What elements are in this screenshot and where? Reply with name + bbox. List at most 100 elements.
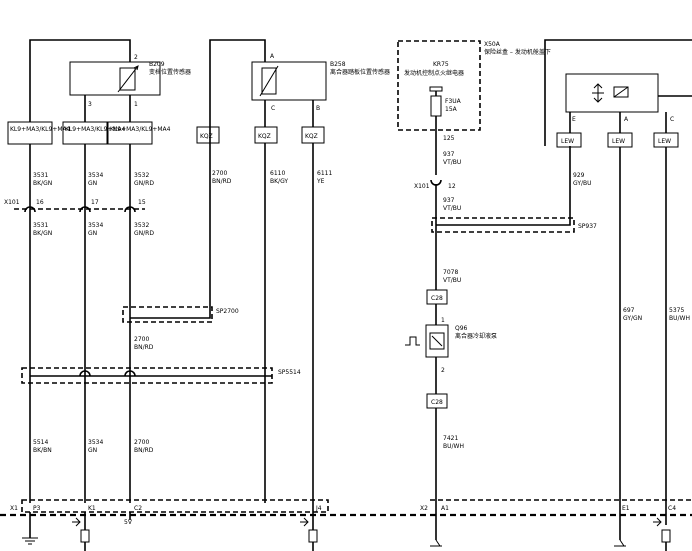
kqz-module-2-label: KQZ (258, 133, 271, 140)
b209-pin-3: 3 (88, 101, 92, 108)
b258-clutch-pedal-sensor: B258 离合器踏板位置传感器 A C B (251, 53, 390, 112)
x101-left-id: X101 (4, 199, 20, 206)
wire-6110-num: 6110 (270, 170, 285, 177)
q96-id: Q96 (455, 325, 468, 332)
c28-connector-top: C28 (426, 289, 448, 305)
x1-connector: X1 P3 K1 C2 J4 5V (10, 499, 329, 526)
left-wires (29, 39, 266, 503)
wire-5375-color: BU/WH (669, 315, 690, 322)
sp2700-label: SP2700 (216, 308, 239, 315)
x2-id: X2 (420, 505, 428, 512)
wire-929-num: 929 (573, 172, 585, 179)
b209-id: B209 (149, 61, 165, 68)
wire-3534b-color: GN (88, 230, 97, 237)
wire-937b-color: VT/BU (443, 205, 461, 212)
sp2700-splice: SP2700 (122, 306, 239, 323)
kqz-wire-labels: 2700 BN/RD 6110 BK/GY 6111 YE (212, 170, 332, 185)
right-pin-a: A (624, 116, 629, 123)
wire-7421-color: BU/WH (443, 443, 464, 450)
x2-connector: X2 A1 E1 C4 (420, 499, 692, 512)
c28-connector-bottom: C28 (426, 393, 448, 409)
b258-id: B258 (330, 61, 346, 68)
b258-pin-c: C (271, 105, 275, 112)
sp937-label: SP937 (578, 223, 597, 230)
wire-697-color: GY/GN (623, 315, 642, 322)
wire-6111-color: YE (316, 178, 325, 185)
x101-pin-15: 15 (138, 199, 146, 206)
lew-module-3: LEW (653, 132, 679, 148)
wire-3534-color: GN (88, 180, 97, 187)
x101-left-connector: X101 16 17 15 (4, 199, 146, 213)
b209-pin-2: 2 (134, 54, 138, 61)
x1-pin-p3: P3 (33, 505, 41, 512)
x101-pin-16: 16 (36, 199, 44, 206)
sp5514-label: SP5514 (278, 369, 301, 376)
b209-pin-1: 1 (134, 101, 138, 108)
fuse-block-name: 保险丝盒 – 发动机舱盖下 (484, 48, 551, 56)
left-upper-wire-labels: 3531 BK/GN 3534 GN 3532 GN/RD (33, 172, 154, 187)
x101-right-pin: 12 (448, 183, 456, 190)
wire-5514-num: 5514 (33, 439, 48, 446)
kl-module-3: KL9+MA3/KL9+MA4 (107, 121, 171, 145)
wire-2700b-color: BN/RD (134, 344, 154, 351)
right-module: E A C (544, 39, 692, 146)
x1-pin-c2: C2 (134, 505, 142, 512)
wire-3531b-color: BK/GN (33, 230, 52, 237)
low-side-switch-a1 (430, 539, 442, 547)
sp5514-splice: SP5514 (21, 367, 301, 384)
x101-right-connector: X101 12 (414, 179, 456, 190)
b209-gear-position-sensor: B209 变档位置传感器 2 3 1 (69, 54, 191, 108)
wire-3532-color: GN/RD (134, 180, 154, 187)
c28-bottom-label: C28 (431, 399, 443, 406)
wire-3532b-num: 3532 (134, 222, 149, 229)
kqz-module-1-label: KQZ (200, 133, 213, 140)
x1-id: X1 (10, 505, 18, 512)
resistor-j4 (300, 517, 318, 551)
kqz-module-3: KQZ (301, 126, 325, 144)
x101-right-id: X101 (414, 183, 430, 190)
ground-p3 (22, 512, 38, 545)
fuse-block-id: X50A (484, 41, 501, 48)
lew-module-3-label: LEW (658, 138, 671, 145)
q96-clutch-coolant-pump: Q96 离合器冷却液泵 1 2 (405, 317, 497, 374)
wire-6111-num: 6111 (317, 170, 332, 177)
right-pin-e: E (572, 116, 576, 123)
wire-125-label: 125 (443, 135, 455, 142)
lew-module-1: LEW (556, 132, 582, 148)
kqz-module-3-label: KQZ (305, 133, 318, 140)
resistor-k1 (72, 512, 90, 551)
q96-pin-1: 1 (441, 317, 445, 324)
wire-2700b-label: 2700 BN/RD (134, 336, 154, 351)
c28-top-label: C28 (431, 295, 443, 302)
resistor-c4 (653, 517, 671, 551)
x2-pin-c4: C4 (668, 505, 676, 512)
x101-pin-17: 17 (91, 199, 99, 206)
wire-2700a-color: BN/RD (212, 178, 232, 185)
wire-5514-color: BK/BN (33, 447, 52, 454)
sp937-splice: SP937 (431, 146, 597, 233)
wire-3531b-num: 3531 (33, 222, 48, 229)
wire-5375-num: 5375 (669, 307, 684, 314)
wire-6110-color: BK/GY (270, 178, 288, 185)
kl-module-2-label: KL9+MA3/KL9+MA4 (65, 126, 126, 133)
b258-pin-a: A (270, 53, 275, 60)
kqz-module-2: KQZ (254, 126, 278, 144)
left-lower-wire-labels: 5514 BK/BN 3534 GN 2700 BN/RD (33, 439, 154, 454)
wire-3534c-color: GN (88, 447, 97, 454)
kl-module-2: KL9+MA3/KL9+MA4 (62, 121, 126, 145)
b258-name: 离合器踏板位置传感器 (330, 68, 390, 76)
relay-id: KR75 (433, 61, 449, 68)
wire-937a-num: 937 (443, 151, 455, 158)
wire-7421-num: 7421 (443, 435, 458, 442)
x2-pin-e1: E1 (622, 505, 630, 512)
low-side-switch-e1 (614, 539, 626, 547)
lew-module-1-label: LEW (561, 138, 574, 145)
lew-module-2: LEW (607, 132, 633, 148)
left-mid-wire-labels: 3531 BK/GN 3534 GN 3532 GN/RD (33, 222, 154, 237)
x1-pin-j4: J4 (315, 505, 322, 512)
wire-3532b-color: GN/RD (134, 230, 154, 237)
wire-3532-num: 3532 (134, 172, 149, 179)
wire-3534b-num: 3534 (88, 222, 103, 229)
b258-pin-b: B (316, 105, 320, 112)
